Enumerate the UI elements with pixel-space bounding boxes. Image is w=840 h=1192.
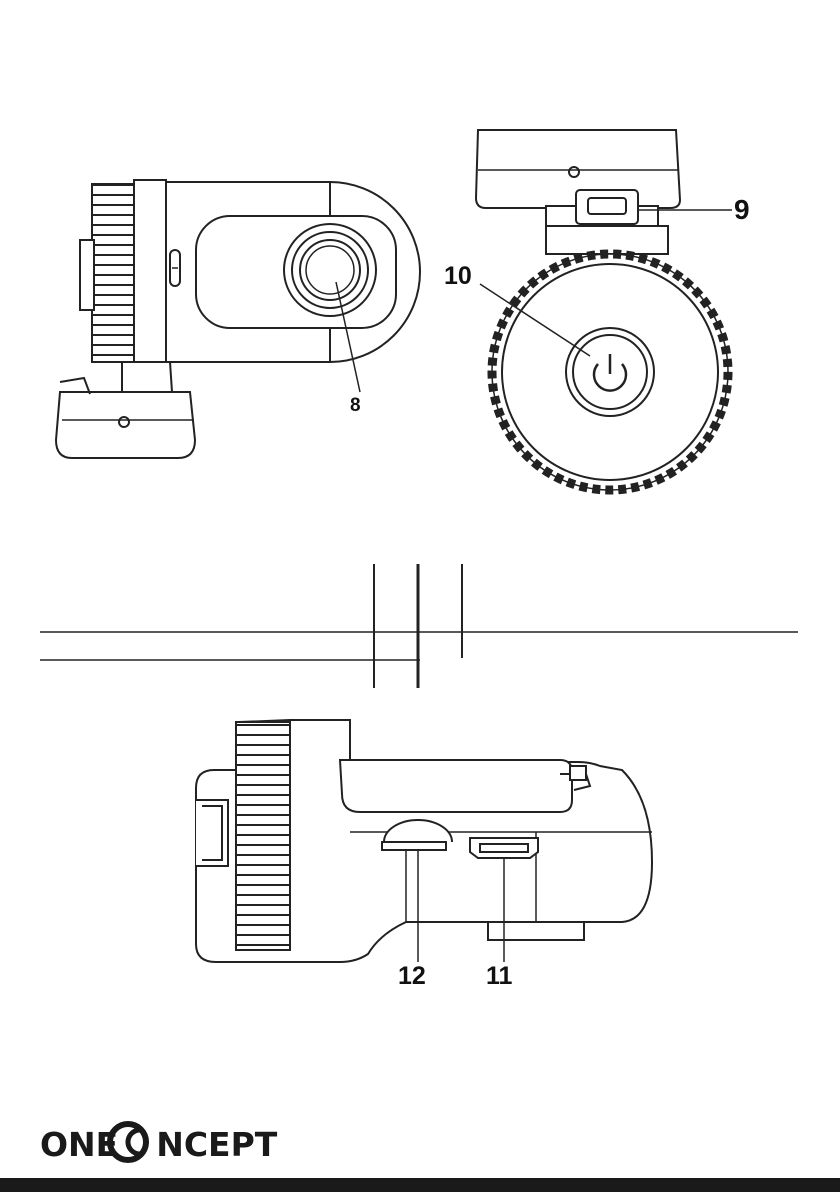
- divider-lines: [40, 564, 798, 688]
- brand-text-right: NCEPT: [156, 1125, 277, 1164]
- callout-usb-port: 9: [734, 196, 750, 224]
- dashcam-rear-view: [476, 130, 732, 490]
- oneconcept-logo: ONE NCEPT: [40, 1124, 277, 1164]
- brand-text-left: ONE: [40, 1125, 118, 1164]
- brand-ring-spacer: [119, 1126, 155, 1162]
- callout-hdmi-port: 11: [486, 964, 512, 989]
- callout-lens: 8: [350, 396, 361, 415]
- callout-power-button: 10: [444, 264, 472, 289]
- dashcam-front-view: [56, 180, 420, 458]
- callout-card-slot: 12: [398, 964, 426, 989]
- footer-bar: [0, 1178, 840, 1192]
- dashcam-bottom-view: [196, 720, 652, 962]
